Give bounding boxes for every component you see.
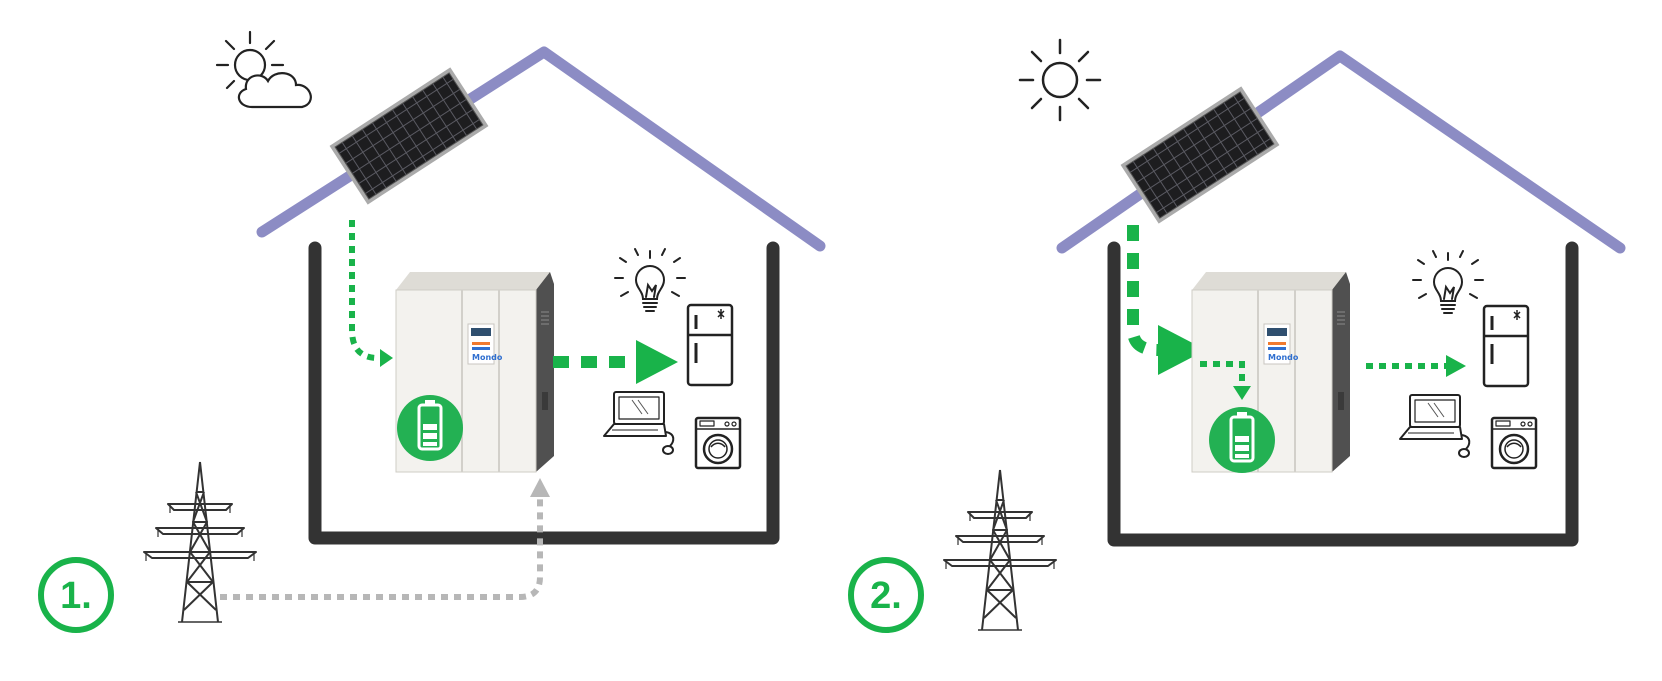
step-label-2: 2. xyxy=(870,575,902,617)
flow-grid-to-storage xyxy=(220,496,543,600)
house-walls xyxy=(1107,241,1579,547)
solar-panel xyxy=(329,66,489,206)
house-walls xyxy=(308,241,780,545)
light-bulb-icon xyxy=(1412,250,1484,314)
battery-icon xyxy=(1207,405,1277,475)
washing-machine-icon xyxy=(694,416,742,470)
flow-solar-to-storage xyxy=(1127,225,1159,356)
flow-appliance-arrowhead xyxy=(1446,355,1466,377)
scene-2: Mondo 2. xyxy=(848,38,1626,633)
laptop-icon xyxy=(1399,394,1471,458)
flow-solar-arrowhead xyxy=(1158,325,1206,375)
flow-battery-arrowhead xyxy=(1233,386,1251,400)
device-brand-label: Mondo xyxy=(472,353,503,362)
washing-machine-icon xyxy=(1490,416,1538,470)
fridge-icon xyxy=(1482,304,1530,388)
scene-1: Mondo 1. xyxy=(38,30,826,633)
light-bulb-icon xyxy=(614,248,686,312)
solar-panel xyxy=(1120,85,1280,225)
laptop-icon xyxy=(603,391,675,455)
step-label-1: 1. xyxy=(60,575,92,617)
fridge-icon xyxy=(686,303,734,387)
device-brand-label: Mondo xyxy=(1268,353,1299,362)
flow-appliance-arrowhead xyxy=(636,340,678,384)
flow-storage-to-battery xyxy=(1200,361,1245,390)
flow-grid-arrowhead xyxy=(530,478,550,497)
battery-icon xyxy=(395,393,465,463)
step-badge-1: 1. xyxy=(38,557,114,633)
power-tower-icon xyxy=(943,469,1057,631)
flow-solar-to-storage xyxy=(349,220,384,361)
sun-icon xyxy=(1018,38,1102,122)
flow-solar-arrowhead xyxy=(380,349,393,367)
sun-behind-cloud-icon xyxy=(215,30,312,109)
step-badge-2: 2. xyxy=(848,557,924,633)
